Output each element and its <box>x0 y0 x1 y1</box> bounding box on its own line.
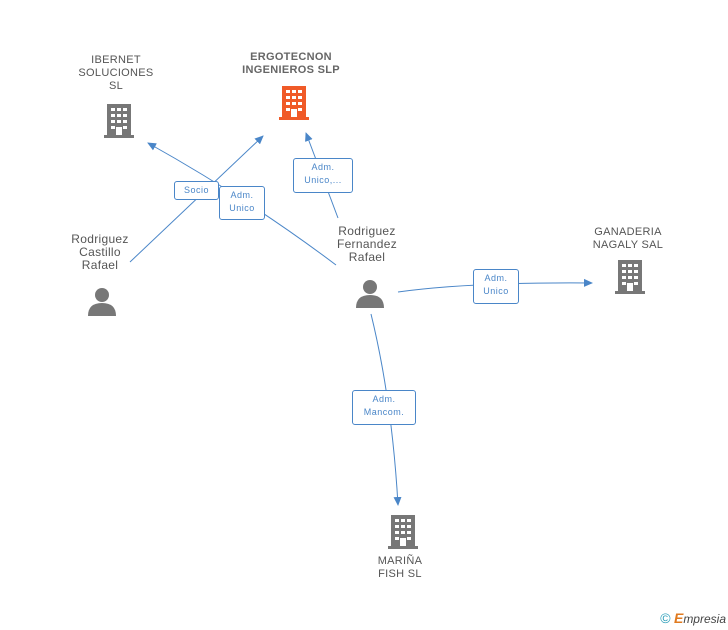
ergotecnon-building-icon[interactable] <box>278 86 310 120</box>
edge-castillo-ergotecnon <box>129 135 264 263</box>
edge-label-socio: Socio <box>174 181 219 200</box>
edge-label-adm-unico-ganaderia: Adm. Unico <box>473 269 519 304</box>
ergotecnon-label[interactable]: ERGOTECNON INGENIEROS SLP <box>242 51 340 76</box>
brand-initial: E <box>673 610 684 626</box>
empresia-brand[interactable]: © Empresia <box>660 610 726 626</box>
ibernet-label[interactable]: IBERNET SOLUCIONES SL <box>78 54 154 92</box>
fernandez-label[interactable]: Rodriguez Fernandez Rafael <box>336 224 398 264</box>
edge-label-adm-unico-castillo: Adm. Unico <box>219 186 265 220</box>
castillo-person-icon[interactable] <box>87 286 117 316</box>
ganaderia-label[interactable]: GANADERIA NAGALY SAL <box>592 226 664 251</box>
copyright-icon: © <box>660 610 671 626</box>
ganaderia-building-icon[interactable] <box>615 260 645 294</box>
ibernet-building-icon[interactable] <box>104 104 134 138</box>
marina-building-icon[interactable] <box>388 515 418 549</box>
edge-label-adm-unico-ergotecnon: Adm. Unico,... <box>293 158 353 193</box>
marina-label[interactable]: MARIÑA FISH SL <box>377 555 423 580</box>
edge-label-adm-mancom: Adm. Mancom. <box>352 390 416 425</box>
brand-rest: mpresia <box>683 612 726 626</box>
fernandez-person-icon[interactable] <box>355 278 385 308</box>
castillo-label[interactable]: Rodriguez Castillo Rafael <box>71 232 129 272</box>
